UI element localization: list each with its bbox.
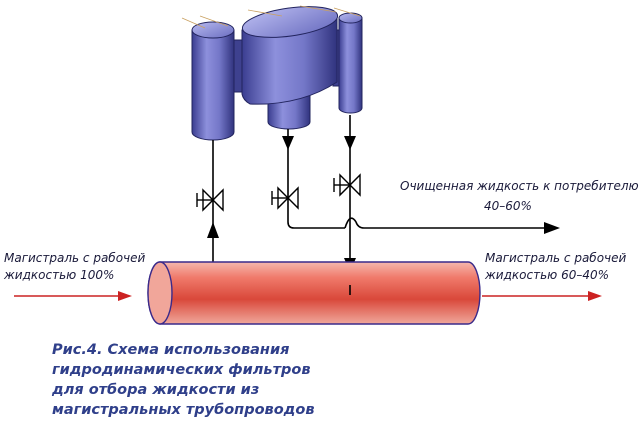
figure-caption: Рис.4. Схема использования гидродинамиче…: [52, 340, 352, 420]
main-pipeline: [147, 261, 481, 325]
outlet-flow-arrow: [482, 291, 602, 301]
main-outlet-label-line1: Магистраль с рабочей: [485, 251, 627, 265]
valve-left: [196, 188, 224, 212]
main-inlet-label-line2: жидкостью 100%: [4, 268, 115, 282]
consumer-label-line2: 40–60%: [484, 199, 532, 213]
inlet-flow-arrow: [14, 291, 132, 301]
valve-right: [333, 173, 361, 197]
consumer-label-line1: Очищенная жидкость к потребителю: [400, 179, 639, 193]
hydrodynamic-filter-left: [181, 15, 235, 141]
caption-line: магистральных трубопроводов: [52, 402, 315, 418]
caption-line: Рис.4. Схема использования: [52, 342, 290, 358]
valve-center: [271, 186, 299, 210]
hydrodynamic-filter-center: [233, 5, 344, 130]
caption-line: гидродинамических фильтров: [52, 362, 311, 378]
main-inlet-label-line1: Магистраль с рабочей: [4, 251, 146, 265]
hydrodynamic-filter-right: [333, 7, 363, 114]
caption-line: для отбора жидкости из: [52, 382, 260, 398]
main-outlet-label-line2: жидкостью 60–40%: [485, 268, 610, 282]
